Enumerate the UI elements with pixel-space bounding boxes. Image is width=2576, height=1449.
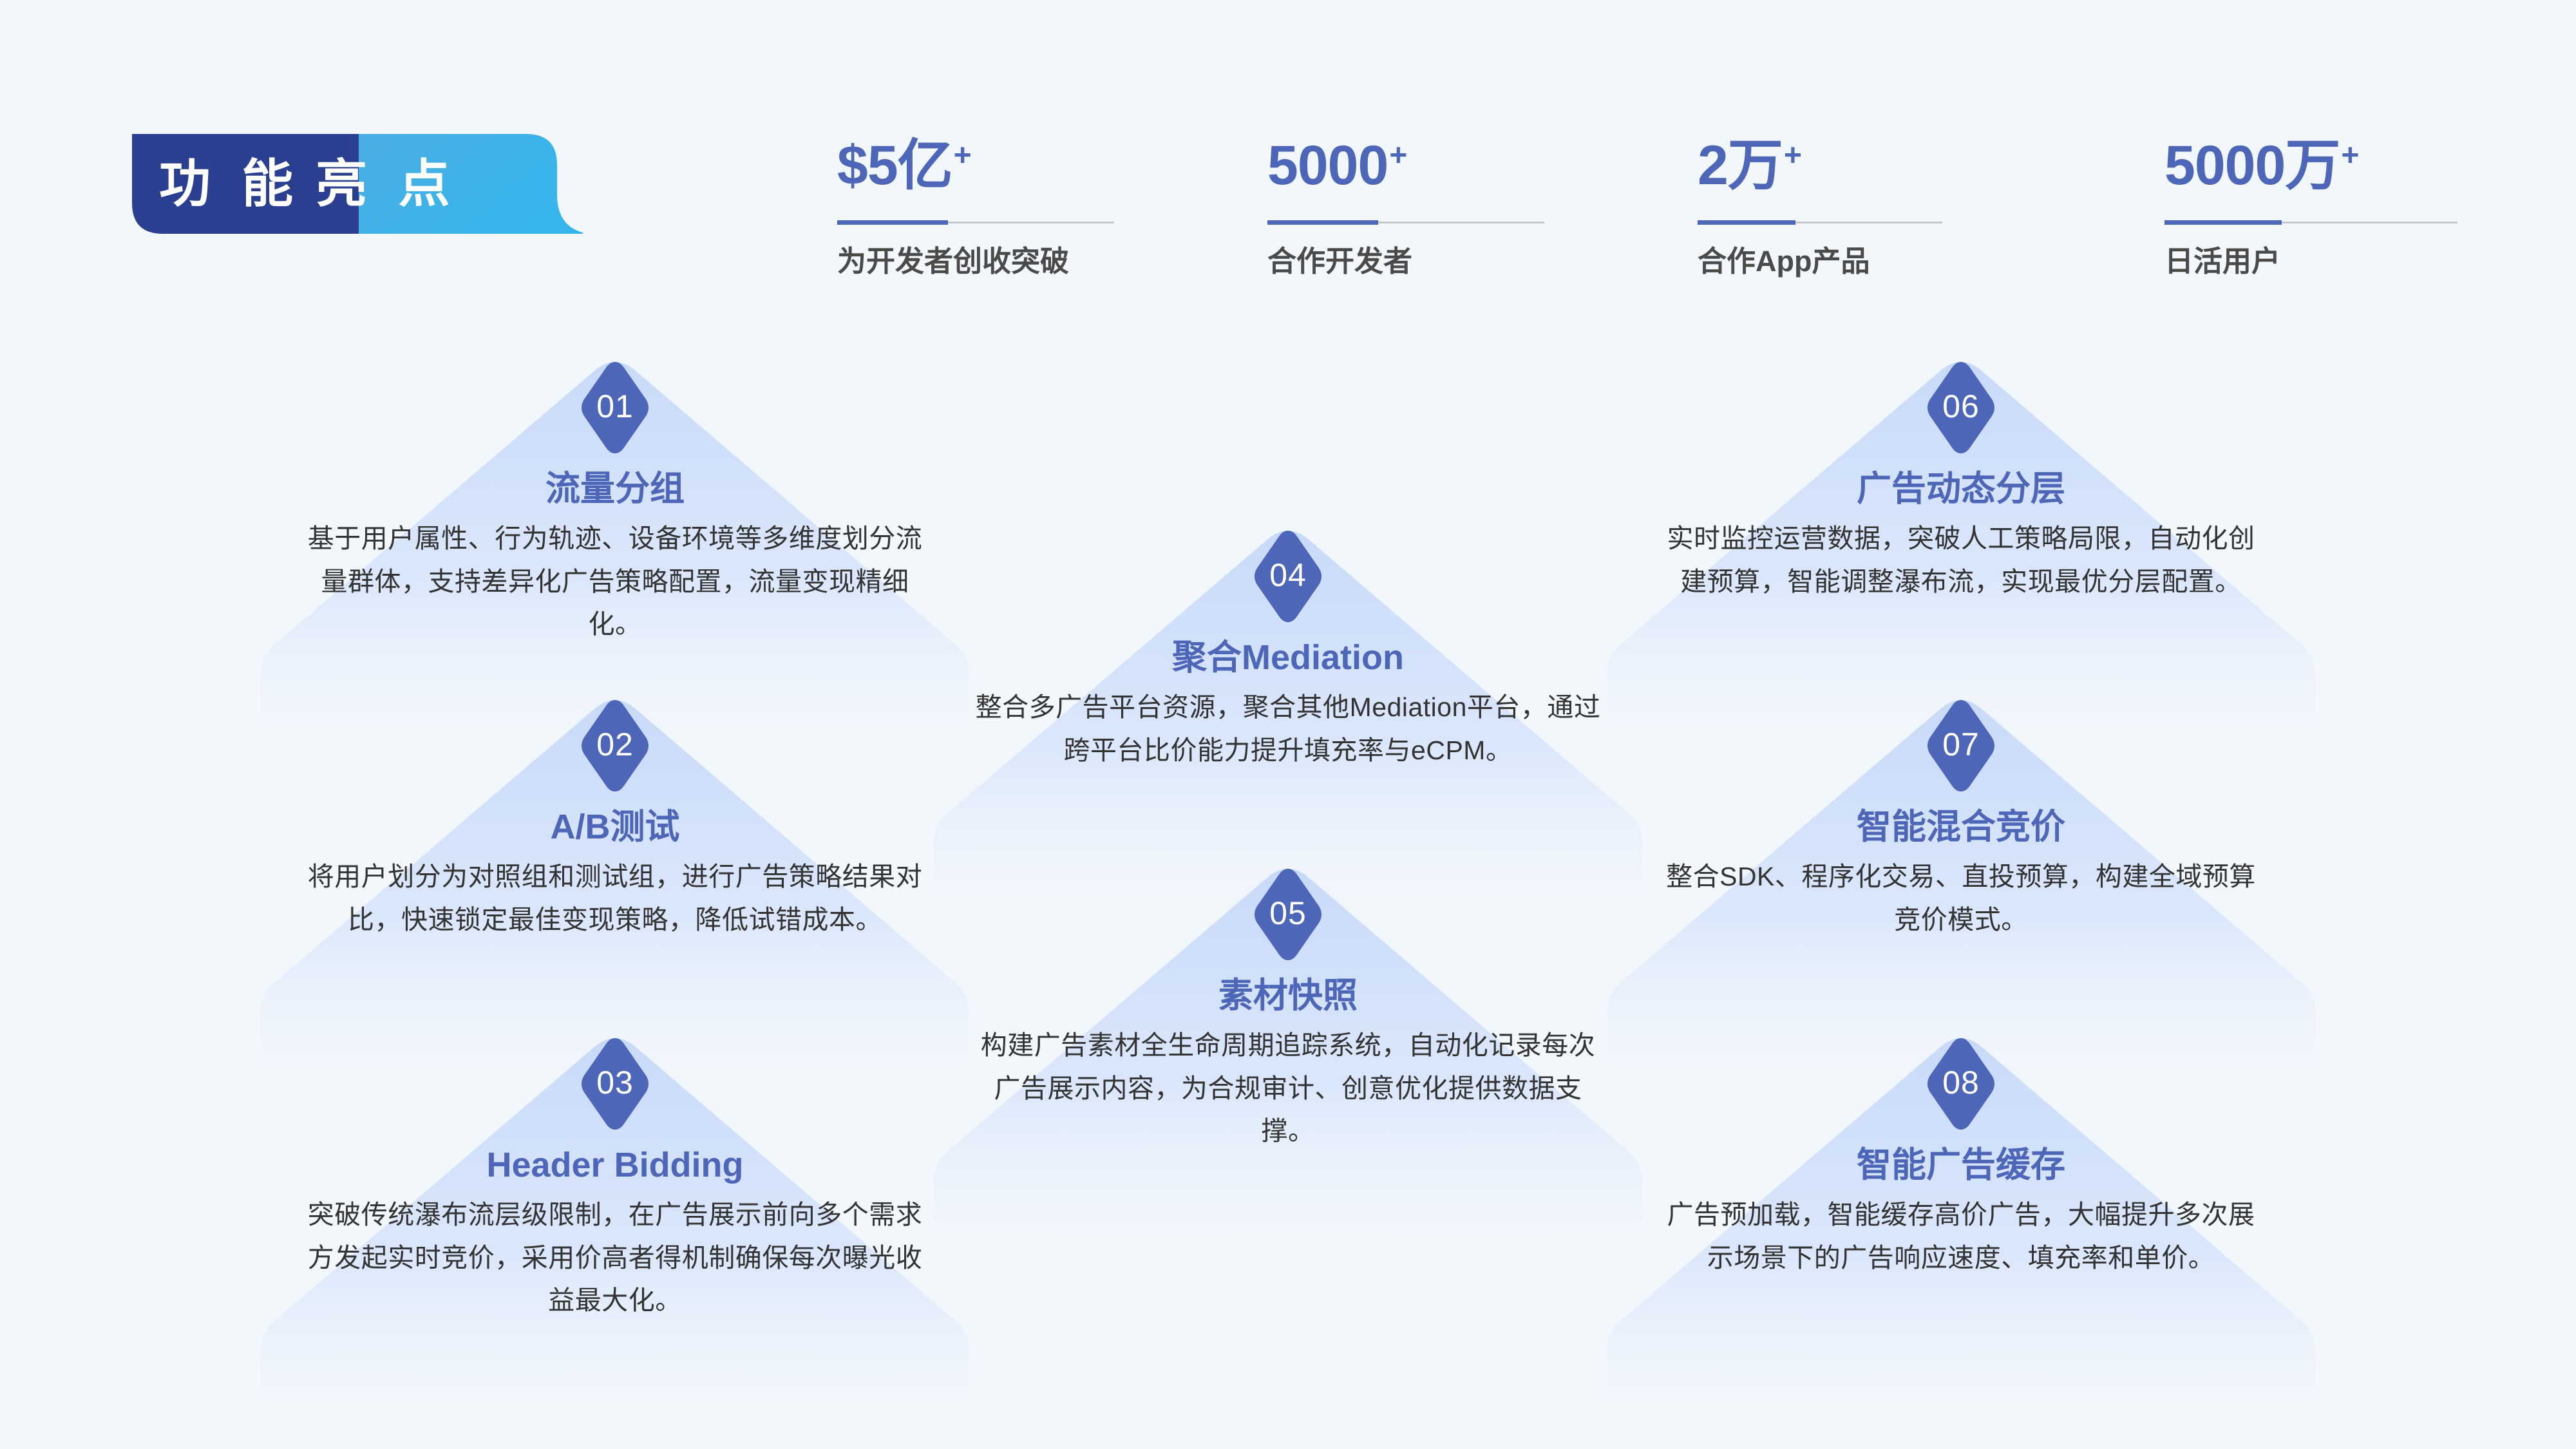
card-number: 03 (596, 1065, 634, 1101)
stat-suffix: + (2341, 138, 2359, 173)
card-number-badge: 06 (1925, 359, 1997, 456)
card-title: 素材快照 (1218, 976, 1358, 1015)
stat-suffix: + (953, 138, 972, 173)
stat-label: 合作App产品 (1698, 245, 1870, 278)
stat-item: 2万+ 合作App产品 (1698, 129, 2164, 276)
stat-suffix: + (1389, 138, 1407, 173)
card-title: Header Bidding (486, 1146, 744, 1184)
feature-card[interactable]: 08 智能广告缓存 广告预加载，智能缓存高价广告，大幅提升多次展示场景下的广告响… (1607, 1036, 2315, 1435)
card-chevron-shape (1607, 362, 2315, 759)
stat-value: 5000万+ (2164, 129, 2473, 193)
stat-divider (1698, 220, 1942, 225)
diamond-badge-icon (1927, 362, 1994, 453)
diamond-badge-icon (1255, 531, 1321, 622)
diamond-badge-icon (1927, 1038, 1994, 1130)
card-number-badge: 03 (579, 1036, 651, 1132)
card-number-badge: 07 (1925, 697, 1997, 794)
diamond-badge-icon (582, 362, 649, 453)
card-chevron-shape (261, 1038, 969, 1435)
card-number-badge: 04 (1252, 528, 1324, 625)
section-title-badge: 功 能 亮 点 (132, 134, 628, 234)
card-description: 广告预加载，智能缓存高价广告，大幅提升多次展示场景下的广告响应速度、填充率和单价… (1667, 1200, 2255, 1273)
feature-card[interactable]: 07 智能混合竞价 整合SDK、程序化交易、直投预算，构建全域预算竞价模式。 (1607, 697, 2315, 1097)
stat-divider (837, 220, 1114, 225)
card-number: 08 (1942, 1065, 1980, 1101)
card-description: 将用户划分为对照组和测试组，进行广告策略结果对比，快速锁定最佳变现策略，降低试错… (307, 862, 923, 934)
diamond-badge-icon (1927, 700, 1994, 791)
diamond-badge-icon (582, 1038, 649, 1130)
card-description: 基于用户属性、行为轨迹、设备环境等多维度划分流量群体，支持差异化广告策略配置，流… (307, 524, 923, 639)
stat-item: 5000万+ 日活用户 (2164, 129, 2473, 276)
stat-number: 5000 (1267, 135, 1388, 196)
card-description: 整合SDK、程序化交易、直投预算，构建全域预算竞价模式。 (1666, 862, 2256, 934)
card-chevron-shape (261, 362, 969, 759)
card-number: 05 (1269, 895, 1307, 931)
card-description: 整合多广告平台资源，聚合其他Mediation平台，通过跨平台比价能力提升填充率… (975, 692, 1601, 765)
card-description: 突破传统瀑布流层级限制，在广告展示前向多个需求方发起实时竞价，采用价高者得机制确… (307, 1200, 923, 1316)
title-word-light: 亮 点 (316, 155, 459, 213)
card-chevron-shape (934, 869, 1642, 1265)
stat-label: 为开发者创收突破 (837, 245, 1070, 278)
stat-item: 5000+ 合作开发者 (1267, 129, 1698, 276)
card-chevron-shape (261, 700, 969, 1097)
feature-card[interactable]: 04 聚合Mediation 整合多广告平台资源，聚合其他Mediation平台… (934, 528, 1642, 927)
stat-item: $5亿+ 为开发者创收突破 (837, 129, 1267, 276)
card-description: 构建广告素材全生命周期追踪系统，自动化记录每次广告展示内容，为合规审计、创意优化… (980, 1030, 1596, 1146)
stat-number: $5亿 (837, 135, 953, 196)
title-badge-light-slab (359, 134, 583, 234)
stat-divider (2164, 220, 2458, 225)
card-number-badge: 08 (1925, 1036, 1997, 1132)
stat-number: 2万 (1698, 135, 1783, 196)
card-title: A/B测试 (550, 808, 680, 846)
card-description: 实时监控运营数据，突破人工策略局限，自动化创建预算，智能调整瀑布流，实现最优分层… (1667, 524, 2255, 596)
stat-suffix: + (1783, 138, 1802, 173)
stat-divider (1267, 220, 1544, 225)
card-chevron-shape (1607, 1038, 2315, 1435)
card-number: 01 (596, 388, 634, 424)
card-number-badge: 05 (1252, 866, 1324, 963)
card-number-badge: 01 (579, 359, 651, 456)
diamond-badge-icon (1255, 869, 1321, 960)
card-number: 06 (1942, 388, 1980, 424)
card-number: 07 (1942, 726, 1980, 762)
stat-label: 合作开发者 (1267, 245, 1413, 278)
card-title: 聚合Mediation (1172, 638, 1404, 677)
card-title: 广告动态分层 (1857, 469, 2065, 508)
stat-number: 5000万 (2164, 135, 2340, 196)
card-title: 智能混合竞价 (1857, 808, 2065, 846)
feature-card[interactable]: 06 广告动态分层 实时监控运营数据，突破人工策略局限，自动化创建预算，智能调整… (1607, 359, 2315, 759)
statistics-row: $5亿+ 为开发者创收突破 5000+ 合作开发者 2万+ 合作App产品 50… (837, 129, 2473, 322)
card-number: 02 (596, 726, 634, 762)
stat-value: 2万+ (1698, 129, 2164, 193)
stat-value: $5亿+ (837, 129, 1267, 193)
card-chevron-shape (1607, 700, 2315, 1097)
title-word-dark: 功 能 (159, 155, 302, 213)
card-number: 04 (1269, 557, 1307, 593)
feature-card[interactable]: 05 素材快照 构建广告素材全生命周期追踪系统，自动化记录每次广告展示内容，为合… (934, 866, 1642, 1265)
card-title: 智能广告缓存 (1857, 1146, 2065, 1184)
feature-card[interactable]: 03 Header Bidding 突破传统瀑布流层级限制，在广告展示前向多个需… (261, 1036, 969, 1435)
card-title: 流量分组 (545, 469, 685, 508)
stat-label: 日活用户 (2164, 245, 2281, 278)
card-chevron-shape (934, 531, 1642, 927)
title-badge-dark-slab (132, 134, 359, 234)
diamond-badge-icon (582, 700, 649, 791)
feature-card[interactable]: 02 A/B测试 将用户划分为对照组和测试组，进行广告策略结果对比，快速锁定最佳… (261, 697, 969, 1097)
card-number-badge: 02 (579, 697, 651, 794)
feature-card[interactable]: 01 流量分组 基于用户属性、行为轨迹、设备环境等多维度划分流量群体，支持差异化… (261, 359, 969, 759)
stat-value: 5000+ (1267, 129, 1698, 193)
